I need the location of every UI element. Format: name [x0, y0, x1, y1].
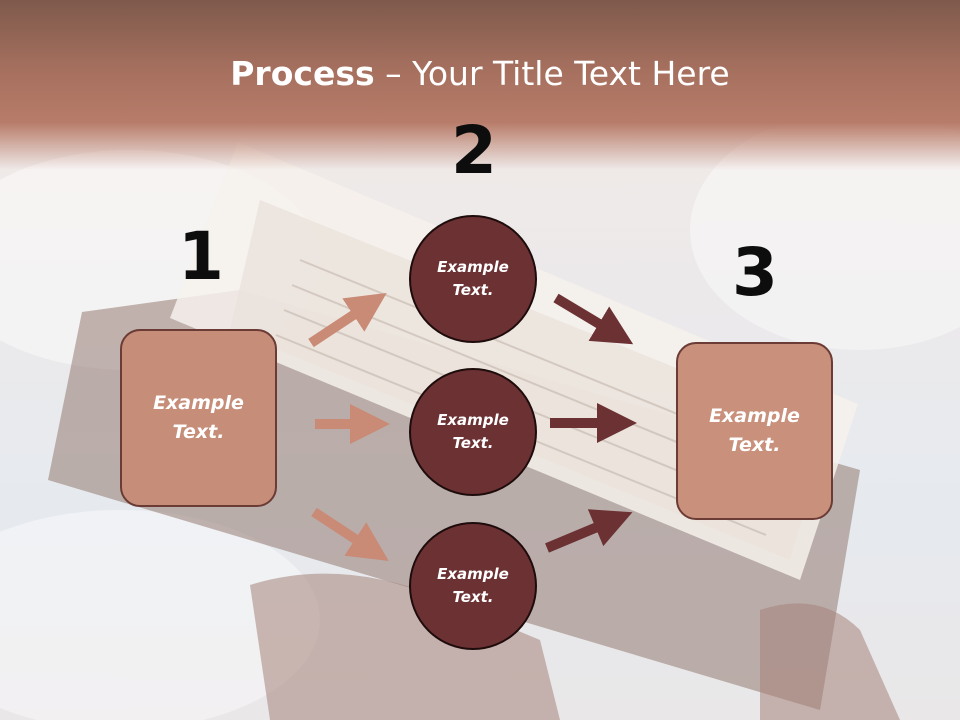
- arrow-box1-to-bottom: [311, 507, 389, 561]
- circle-bottom: Example Text.: [409, 522, 537, 650]
- circle-middle: Example Text.: [409, 368, 537, 496]
- title-strong: Process: [230, 54, 375, 93]
- circle-middle-text: Example Text.: [437, 411, 509, 452]
- step-3-box: Example Text.: [676, 342, 833, 520]
- step-number-1: 1: [178, 218, 224, 295]
- circle-top-text: Example Text.: [437, 258, 509, 299]
- circle-bottom-text: Example Text.: [437, 565, 509, 606]
- step-3-text: Example Text.: [709, 405, 800, 456]
- step-number-3: 3: [732, 234, 778, 311]
- title-rest: – Your Title Text Here: [374, 54, 730, 93]
- arrow-bottom-to-box3: [545, 509, 633, 553]
- step-number-2: 2: [451, 112, 497, 189]
- slide-title: Process – Your Title Text Here: [0, 54, 960, 93]
- title-band: [0, 0, 960, 170]
- step-1-text: Example Text.: [153, 392, 244, 443]
- arrow-box1-to-top: [308, 292, 387, 348]
- arrow-top-to-box3: [553, 293, 634, 345]
- step-1-box: Example Text.: [120, 329, 277, 507]
- circle-top: Example Text.: [409, 215, 537, 343]
